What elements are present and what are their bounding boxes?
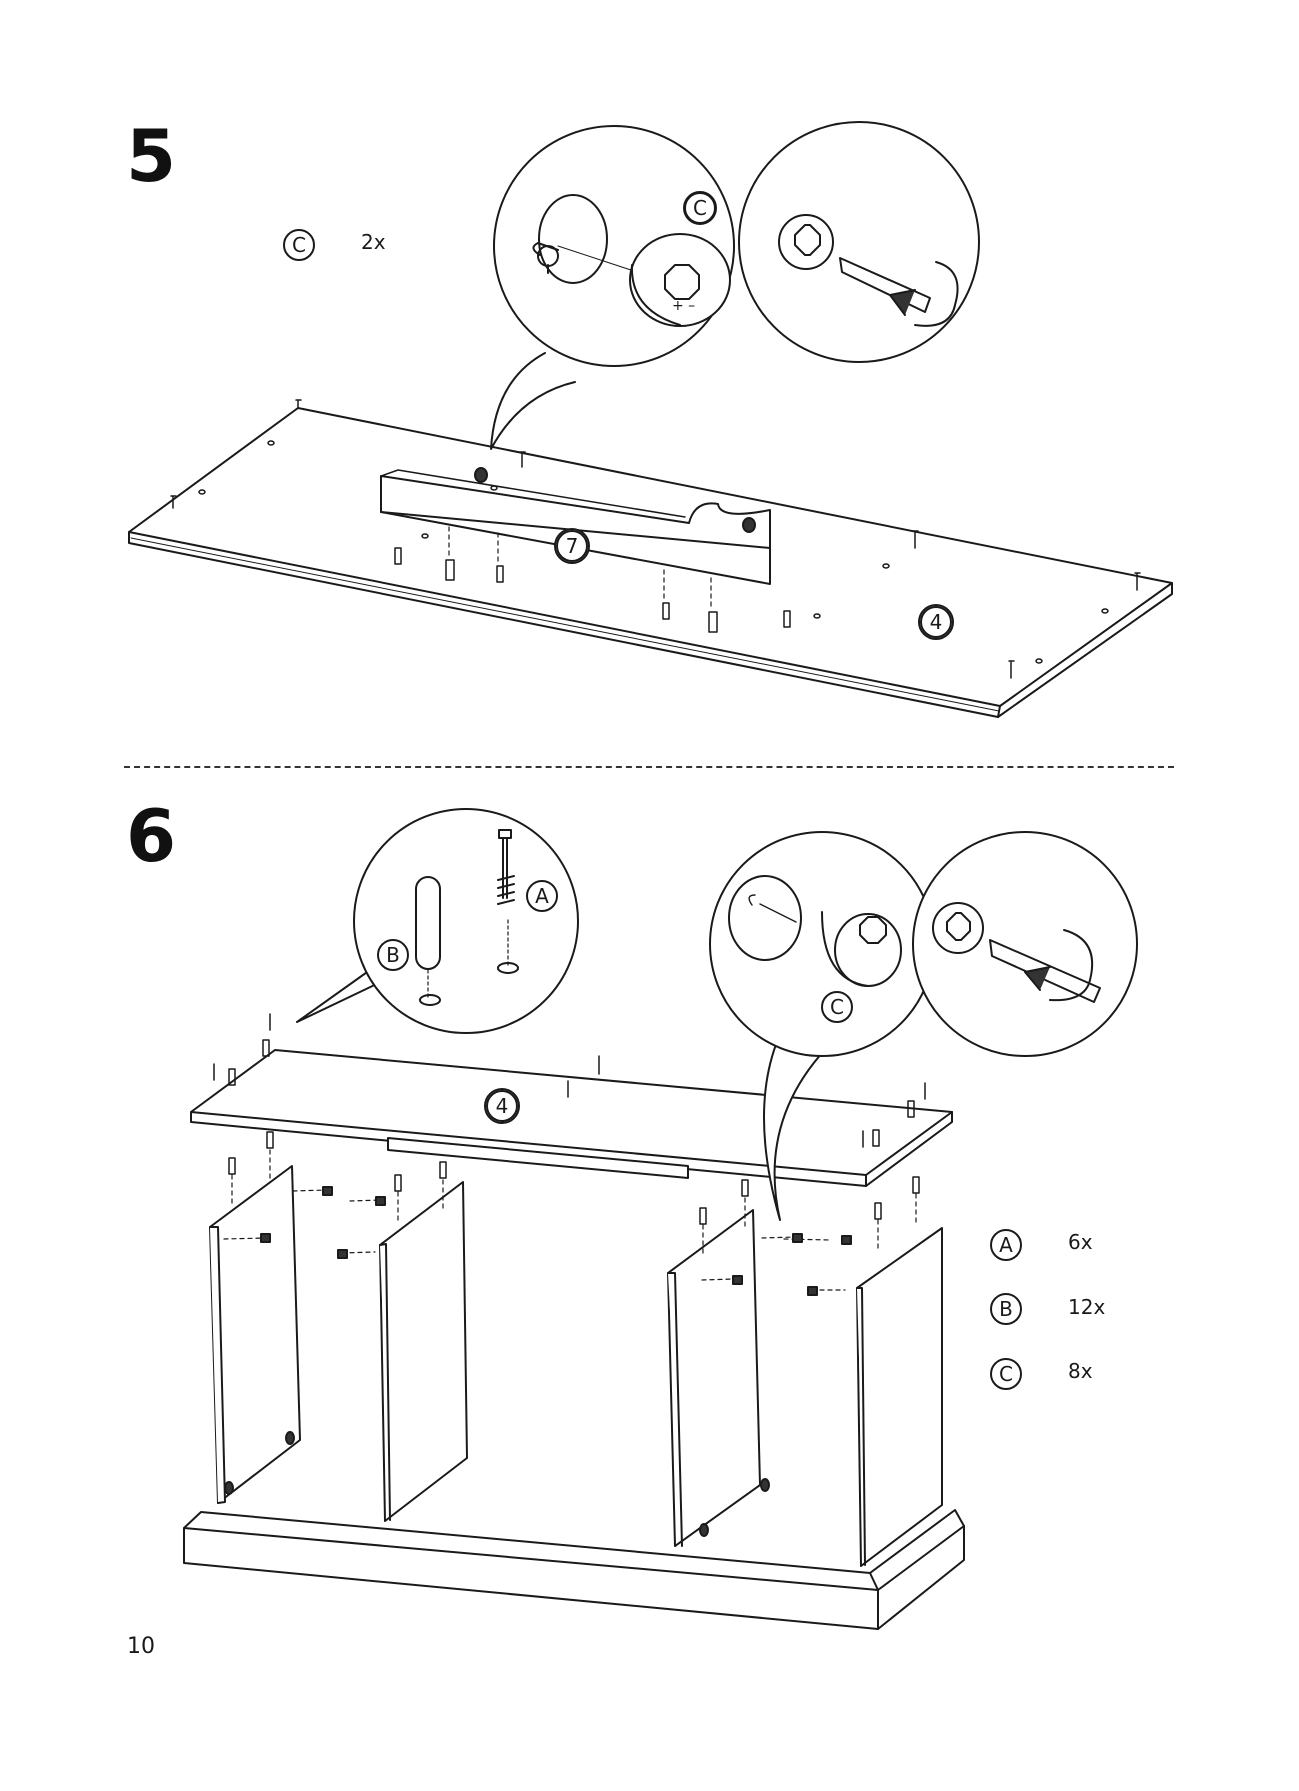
step6-dowel-callout-label: B <box>377 939 409 971</box>
step5-rail-label: 7 <box>556 530 588 562</box>
step6-screw-callout-label: A <box>526 880 558 912</box>
page-number: 10 <box>127 1634 155 1659</box>
step5-callout-screwdriver <box>739 122 979 362</box>
step5-callout-cam-detail: + – <box>491 126 734 449</box>
step6-callout-screwdriver <box>913 832 1137 1056</box>
step6-plinth <box>184 1510 964 1629</box>
step6-cam-callout-label: C <box>821 991 853 1023</box>
step5-board-label: 4 <box>920 606 952 638</box>
step6-callout-fittings <box>297 809 578 1033</box>
svg-text:+ –: + – <box>672 298 695 314</box>
step6-side-panels <box>210 1166 942 1566</box>
step5-cam-callout-label: C <box>684 192 716 224</box>
step6-board-label: 4 <box>486 1090 518 1122</box>
